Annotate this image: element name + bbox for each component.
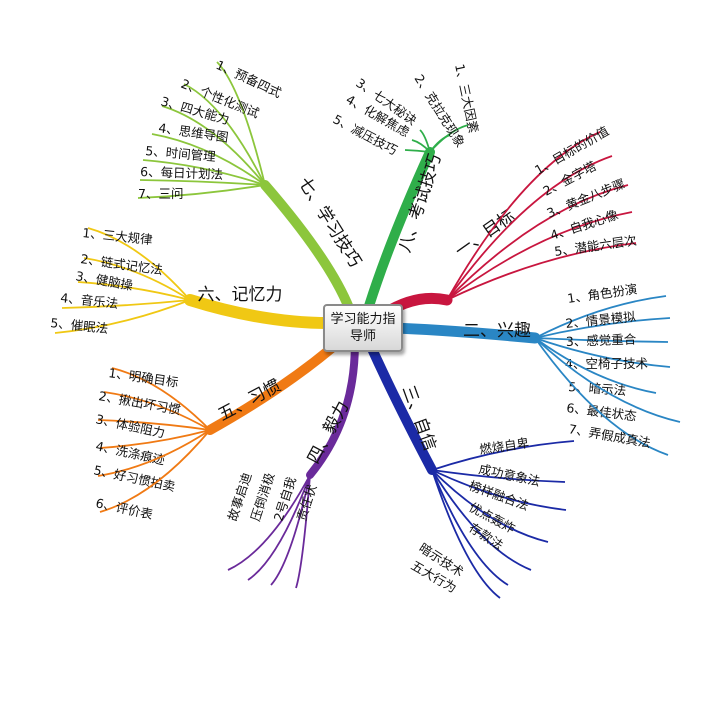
branch-label-b4[interactable]: 四、毅力: [304, 398, 354, 467]
leaf-line-b2-1: [534, 317, 671, 339]
branch-trunk-b7: [260, 180, 355, 315]
branch-trunk-b4: [306, 339, 359, 479]
leaf-line-b6-4: [54, 299, 191, 334]
leaf-line-b3-6: [431, 469, 501, 599]
leaf-line-b7-4: [142, 159, 266, 186]
leaf-line-b5-5: [99, 429, 211, 513]
branch-label-b5[interactable]: 五、习惯: [215, 376, 284, 426]
leaf-line-b7-0: [216, 61, 266, 186]
leaf-label-b2-3[interactable]: 4、空椅子技术: [565, 356, 648, 371]
leaf-line-b5-4: [97, 429, 211, 477]
leaf-label-b2-1[interactable]: 2、情景模拟: [565, 309, 637, 331]
branch-trunk-b8: [364, 147, 435, 311]
leaf-line-b3-0: [431, 440, 575, 471]
leaf-line-b7-6: [137, 184, 266, 199]
leaf-line-b7-1: [183, 83, 266, 186]
leaf-line-b5-1: [103, 391, 211, 431]
leaf-line-b3-1: [431, 469, 566, 483]
leaf-line-b5-3: [99, 429, 211, 449]
leaf-label-b7-6[interactable]: 7、三问: [138, 186, 183, 201]
branch-b3: 三、自信燃烧自卑成功意象法榜样融合法优点轰炸存款法暗示技术五大行为: [364, 338, 575, 599]
branch-label-b2[interactable]: 二、兴趣: [463, 321, 531, 341]
branch-label-b1[interactable]: 一、目标: [452, 206, 519, 261]
leaf-line-b7-3: [151, 133, 266, 186]
central-topic[interactable]: 学习能力指导师: [323, 304, 403, 352]
leaf-line-b6-3: [61, 299, 191, 309]
leaf-line-b2-6: [534, 337, 669, 456]
leaf-label-b4-3[interactable]: 责任状: [294, 482, 320, 523]
leaf-line-b3-4: [431, 469, 532, 571]
leaf-line-b5-0: [111, 367, 211, 431]
leaf-line-b2-5: [534, 337, 681, 423]
leaf-line-b8-2: [419, 129, 431, 153]
leaf-line-b8-1: [429, 134, 451, 153]
leaf-line-b1-3: [446, 211, 633, 301]
leaf-line-b1-2: [446, 184, 629, 301]
leaf-line-b3-2: [431, 469, 567, 511]
leaf-line-b5-2: [97, 419, 211, 431]
leaf-label-b2-4[interactable]: 5、暗示法: [568, 379, 627, 398]
leaf-line-b2-2: [534, 337, 669, 343]
leaf-line-b3-3: [431, 469, 549, 543]
leaf-label-b7-4[interactable]: 5、时间管理: [145, 143, 217, 164]
leaf-line-b1-4: [446, 242, 637, 301]
branch-label-b7[interactable]: 七、学习技巧: [294, 174, 365, 271]
leaf-label-b2-2[interactable]: 3、感觉重合: [566, 332, 637, 349]
leaf-line-b4-1: [247, 474, 311, 581]
leaf-label-b6-3[interactable]: 4、音乐法: [60, 290, 119, 311]
leaf-line-b3-5: [431, 469, 509, 586]
leaf-label-b3-0[interactable]: 燃烧自卑: [478, 435, 530, 457]
leaf-label-b5-5[interactable]: 6、评价表: [94, 495, 154, 522]
central-topic-label: 学习能力指导师: [330, 312, 396, 344]
leaf-line-b8-3: [411, 139, 431, 153]
leaf-label-b6-0[interactable]: 1、三大规律: [82, 225, 154, 247]
leaf-line-b4-2: [270, 474, 311, 586]
leaf-line-b6-0: [87, 227, 191, 301]
leaf-line-b7-5: [139, 179, 266, 186]
leaf-line-b6-1: [83, 257, 191, 301]
leaf-label-b2-6[interactable]: 7、弄假成真法: [567, 421, 651, 450]
leaf-line-b2-0: [534, 295, 667, 339]
leaf-line-b2-3: [534, 337, 671, 368]
leaf-label-b5-3[interactable]: 4、洗涤痕迹: [94, 438, 167, 467]
leaf-label-b7-5[interactable]: 6、每日计划法: [140, 164, 223, 182]
leaf-line-b6-2: [77, 281, 191, 301]
leaf-label-b6-4[interactable]: 5、催眠法: [50, 315, 109, 336]
leaf-line-b7-2: [161, 105, 266, 186]
leaf-line-b4-0: [227, 474, 311, 571]
branch-trunk-b3: [364, 338, 437, 475]
leaf-line-b4-3: [295, 474, 311, 589]
branch-label-b6[interactable]: 六、记忆力: [198, 285, 283, 305]
branch-b7: 七、学习技巧1、预备四式2、个性化测试3、四大能力4、思维导图5、时间管理6、每…: [137, 57, 365, 315]
leaf-line-b1-0: [446, 131, 601, 301]
leaf-label-b5-0[interactable]: 1、明确目标: [108, 365, 180, 390]
leaf-line-b2-4: [534, 337, 657, 394]
leaf-line-b1-1: [446, 155, 613, 301]
leaf-label-b5-2[interactable]: 3、体验阻力: [94, 411, 166, 440]
leaf-line-b8-4: [404, 149, 431, 153]
